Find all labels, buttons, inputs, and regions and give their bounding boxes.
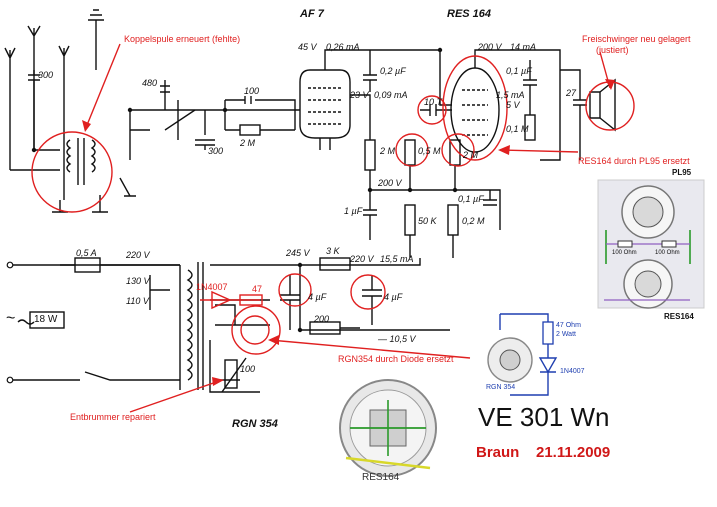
note-entbrummer: Entbrummer repariert <box>70 412 156 422</box>
note-freischwinger-sub: (justiert) <box>596 45 629 55</box>
val-v200-top: 200 V <box>478 42 502 52</box>
val-c27: 27 <box>566 88 577 98</box>
val-c4uf-b: 4 µF <box>384 292 403 302</box>
note-1n4007: 1N4007 <box>196 282 228 292</box>
val-r05m: 0,5 M <box>418 146 441 156</box>
blue-r47-watt: 2 Watt <box>556 331 576 338</box>
val-fuse: 0,5 A <box>76 248 97 258</box>
val-i155: 15,5 mA <box>380 254 414 264</box>
blue-diode: 1N4007 <box>560 368 585 375</box>
red-annotations <box>31 43 635 413</box>
val-c300-ant: 300 <box>38 70 54 80</box>
val-v220b: 220 V <box>350 254 374 264</box>
tube-label-af7: AF 7 <box>300 8 324 20</box>
tube-label-rgn354: RGN 354 <box>232 418 278 430</box>
val-v23: 23 V <box>350 90 369 100</box>
val-c100: 100 <box>244 86 260 96</box>
val-r02m: 0,2 M <box>462 216 485 226</box>
blue-r47: 47 Ohm <box>556 322 581 329</box>
pl95-photo <box>597 179 705 309</box>
val-r2m-grid: 2 M <box>240 138 256 148</box>
ac-symbol: ~ <box>6 310 16 327</box>
val-r01m: 0,1 M <box>506 124 529 134</box>
val-r2m-g2: 2 M <box>463 150 479 160</box>
note-koppelspule: Koppelspule erneuert (fehlte) <box>124 34 241 44</box>
label-100ohm-a: 100 Ohm <box>612 250 637 256</box>
note-freischwinger: Freischwinger neu gelagert <box>582 34 691 44</box>
val-v110: 110 V <box>126 296 149 306</box>
photo-label-res164: RES164 <box>362 472 400 483</box>
photo-label-rgn354: RGN 354 <box>486 384 516 391</box>
val-r2m-plate: 2 M <box>380 146 396 156</box>
rgn354-diode-sketch <box>487 313 558 396</box>
val-i15: 1,5 mA <box>496 90 525 100</box>
label-res164-sub: RES164 <box>664 312 694 321</box>
val-v105: — 10,5 V <box>378 334 416 344</box>
model-title: VE 301 Wn <box>478 402 610 432</box>
author-name: Braun <box>476 444 520 461</box>
val-c02uf: 0,2 µF <box>380 66 406 76</box>
val-w18: 18 W <box>34 314 58 325</box>
val-i14: 14 mA <box>510 42 537 52</box>
val-v45: 45 V <box>298 42 317 52</box>
note-res-pl95: RES164 durch PL95 ersetzt <box>578 156 690 166</box>
wiring <box>4 9 616 393</box>
note-r47: 47 <box>252 284 263 294</box>
val-i026: 0,26 mA <box>326 42 360 52</box>
val-v200-mid: 200 V <box>378 178 402 188</box>
val-c10t: 10 T <box>424 97 443 107</box>
res164-socket-photo <box>339 379 437 477</box>
val-r200: 200 <box>314 314 330 324</box>
val-c1uf: 1 µF <box>344 206 363 216</box>
val-c480: 480 <box>142 78 158 88</box>
val-i009: 0,09 mA <box>374 90 408 100</box>
val-c01uf-top: 0,1 µF <box>506 66 532 76</box>
date-stamp: 21.11.2009 <box>536 444 611 461</box>
val-v245: 245 V <box>286 248 310 258</box>
red-arrowheads <box>82 79 615 386</box>
val-r50k: 50 K <box>418 216 437 226</box>
val-v5: 5 V <box>506 100 520 110</box>
val-r3k: 3 K <box>326 246 340 256</box>
val-v220: 220 V <box>126 250 150 260</box>
val-v130: 130 V <box>126 276 150 286</box>
val-r100: 100 <box>240 364 256 374</box>
val-c300-tank: 300 <box>208 146 224 156</box>
label-100ohm-b: 100 Ohm <box>655 250 680 256</box>
val-c01uf-mid: 0,1 µF <box>458 194 484 204</box>
val-c4uf-a: 4 µF <box>308 292 327 302</box>
junction-dots <box>6 47 458 384</box>
note-diode: RGN354 durch Diode ersetzt <box>338 354 454 364</box>
tube-label-res164: RES 164 <box>447 8 492 20</box>
label-pl95: PL95 <box>672 168 692 177</box>
